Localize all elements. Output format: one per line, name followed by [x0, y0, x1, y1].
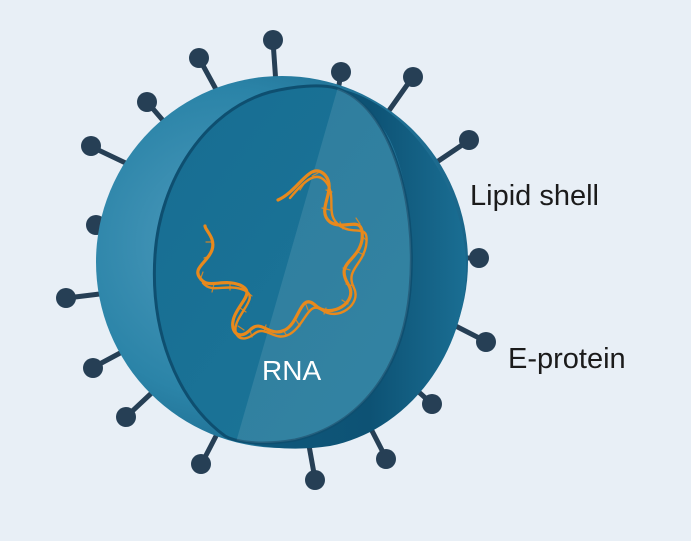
face-highlight — [228, 85, 412, 443]
lipid-shell-rim — [225, 88, 467, 449]
lipid-shell-label: Lipid shell — [470, 180, 599, 212]
e-protein-label: E-protein — [508, 343, 626, 375]
spike-4 — [81, 136, 135, 169]
spike-3 — [137, 92, 169, 127]
spike-1 — [263, 30, 283, 87]
rna-strand — [196, 169, 368, 340]
spike-9 — [191, 433, 219, 474]
spike-16 — [385, 67, 423, 115]
rna-label: RNA — [262, 355, 322, 386]
spike-11 — [366, 422, 396, 469]
spike-7 — [83, 349, 125, 378]
cross-section-face — [152, 84, 413, 445]
spike-17 — [331, 62, 351, 88]
